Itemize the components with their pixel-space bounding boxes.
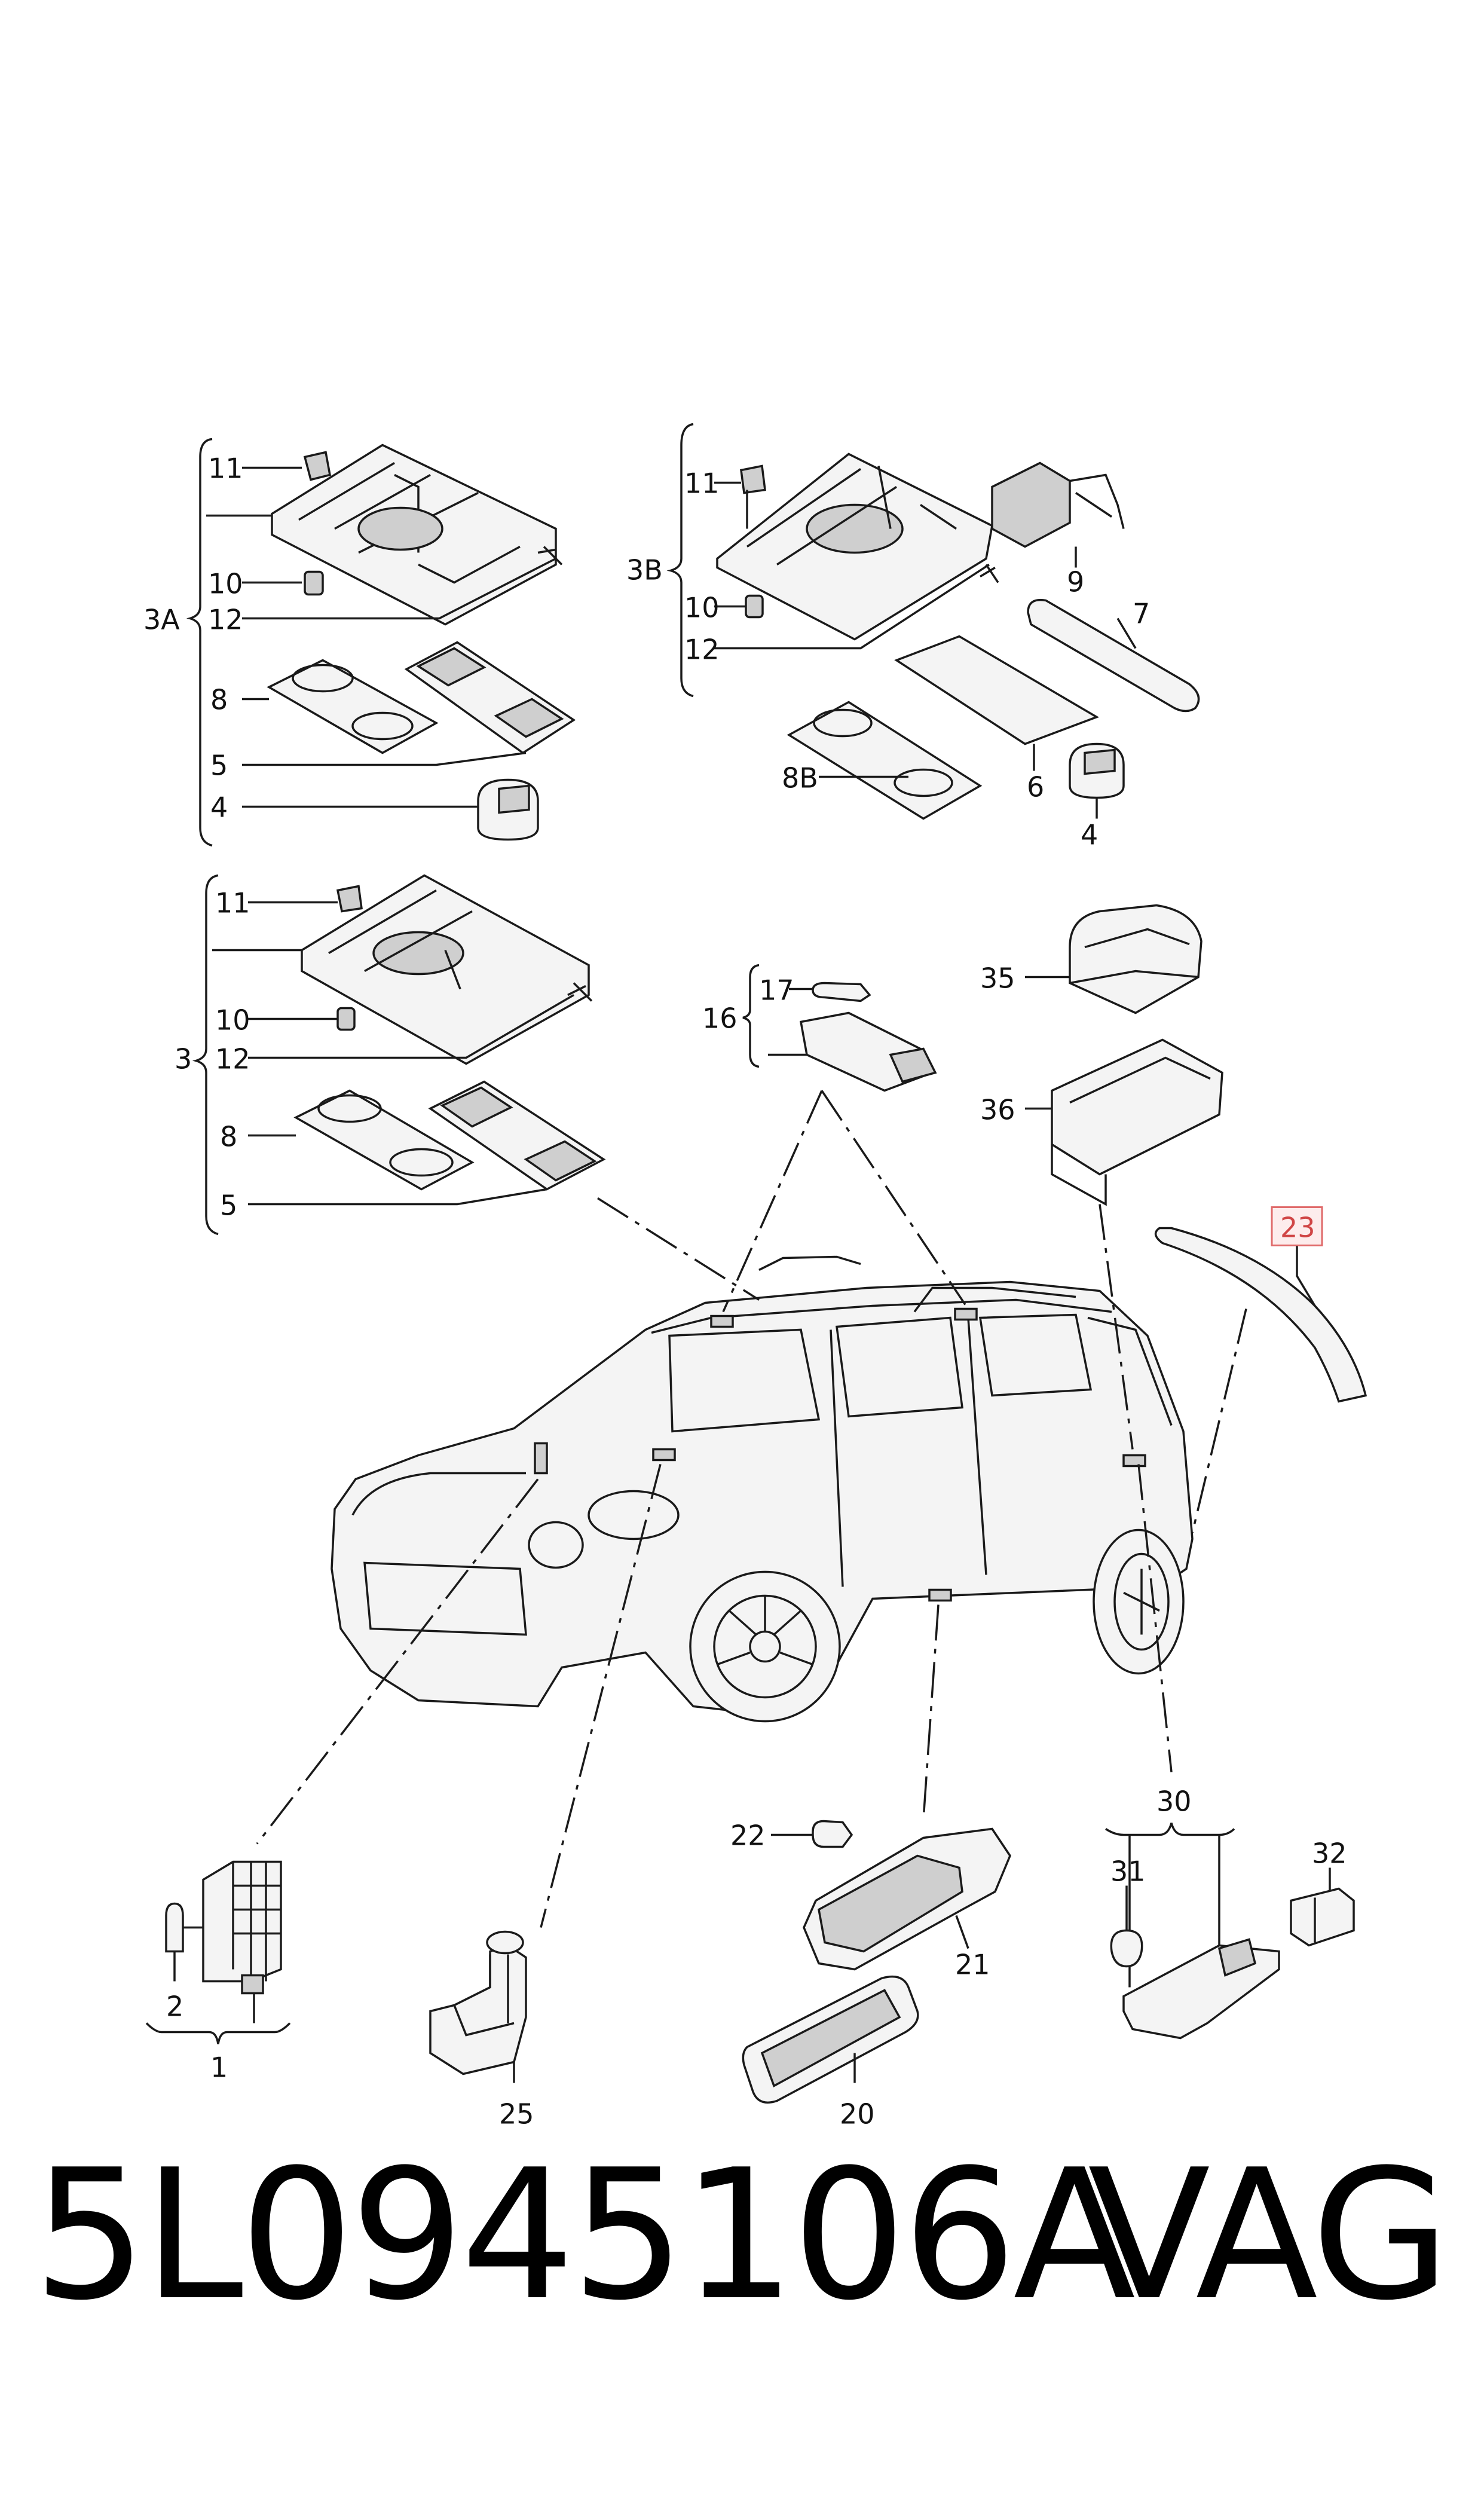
vehicle — [331, 1255, 1194, 1723]
mount-mark-hood — [534, 1442, 548, 1475]
part-number: 5L0945106A — [33, 2131, 1136, 2340]
film-5c — [428, 1080, 606, 1191]
bracket-3b — [666, 423, 694, 698]
screw-12a — [537, 546, 563, 565]
headliner-panel-6 — [894, 635, 1100, 745]
leader-lines — [256, 1090, 1247, 1928]
group-23 — [1154, 1206, 1367, 1403]
callout-17: 17 — [759, 974, 794, 1007]
callout-3: 3 — [175, 1043, 192, 1075]
connector-32 — [1290, 1887, 1355, 1947]
callout-6: 6 — [1027, 771, 1044, 803]
callout-labels: 11 10 3A 12 8 5 4 11 3B 10 12 9 7 8B 6 4… — [143, 453, 1347, 2130]
lens-plate-8b — [787, 701, 983, 820]
callout-11c: 11 — [215, 887, 250, 919]
bracket-3a — [186, 438, 213, 847]
housing-36 — [1051, 1038, 1223, 1176]
callout-20: 20 — [840, 2098, 875, 2130]
mount-mark-rear-door — [1122, 1454, 1146, 1468]
nut-10c — [336, 1007, 356, 1031]
callout-9: 9 — [1067, 566, 1084, 598]
callout-32: 32 — [1312, 1838, 1347, 1870]
group-25 — [429, 1930, 527, 2083]
group-3a — [186, 438, 576, 847]
callout-5c: 5 — [220, 1190, 237, 1222]
callout-8a: 8 — [210, 684, 228, 716]
bracket-3 — [192, 874, 219, 1236]
callout-36: 36 — [980, 1094, 1015, 1126]
group-1 — [145, 1860, 291, 2044]
callout-4a: 4 — [210, 791, 228, 824]
callout-5a: 5 — [210, 750, 228, 782]
mount-mark-sill — [928, 1588, 952, 1602]
clip-11a — [303, 451, 332, 481]
lens-plate-8a — [267, 659, 439, 754]
callout-1: 1 — [210, 2052, 228, 2084]
callout-10a: 10 — [208, 568, 243, 600]
mount-mark-dash — [652, 1448, 676, 1462]
group-35-36 — [1025, 904, 1223, 1206]
bulb-22 — [812, 1820, 853, 1848]
bulb-holder-9 — [991, 461, 1071, 548]
callout-11a: 11 — [208, 453, 243, 485]
callout-22: 22 — [730, 1820, 766, 1852]
callout-25: 25 — [499, 2098, 534, 2130]
door-switch-25 — [429, 1944, 527, 2075]
clip-11b — [740, 464, 766, 494]
group-30 — [1105, 1823, 1355, 2040]
callout-30: 30 — [1156, 1786, 1192, 1818]
group-21 — [771, 1820, 1011, 1971]
callout-31: 31 — [1110, 1855, 1146, 1888]
callout-12c: 12 — [215, 1043, 250, 1075]
clip-11c — [336, 885, 363, 913]
nut-10a — [304, 570, 324, 596]
callout-16: 16 — [702, 1002, 738, 1035]
callout-3b: 3B — [626, 554, 663, 586]
highlight-box-23 — [1271, 1206, 1323, 1246]
callout-8c: 8 — [220, 1121, 237, 1153]
brand-label: VAG — [1088, 2131, 1450, 2340]
callout-10c: 10 — [215, 1004, 250, 1037]
callout-23: 23 — [1280, 1212, 1315, 1244]
callout-2: 2 — [166, 1991, 183, 2023]
callout-35: 35 — [980, 962, 1015, 995]
bulb-2 — [165, 1902, 184, 1953]
cover-35 — [1069, 904, 1203, 1014]
nut-10b — [745, 594, 764, 619]
mount-mark-roof-front — [710, 1314, 734, 1328]
front-wheel — [689, 1570, 841, 1723]
lens-plate-8c — [293, 1089, 475, 1191]
group-3 — [192, 874, 606, 1236]
callout-12b: 12 — [684, 634, 720, 666]
callout-8b: 8B — [782, 762, 818, 794]
bulb-31 — [1110, 1929, 1143, 1968]
callout-12a: 12 — [208, 604, 243, 636]
bulb-17 — [812, 982, 871, 1002]
callout-21: 21 — [955, 1949, 990, 1981]
light-housing-1 — [202, 1860, 282, 1983]
trim-strip-23 — [1154, 1227, 1367, 1403]
callout-7: 7 — [1133, 598, 1150, 630]
bracket-16 — [742, 964, 760, 1068]
callout-4b: 4 — [1081, 819, 1098, 851]
group-20 — [742, 1975, 919, 2104]
mount-mark-roof-rear — [954, 1307, 978, 1321]
light-unit-30 — [1122, 1944, 1280, 2040]
callout-10b: 10 — [684, 592, 720, 624]
cover-strip-7 — [1027, 598, 1200, 713]
rear-wheel — [1093, 1528, 1185, 1675]
callout-3a: 3A — [143, 604, 180, 636]
group-3b — [666, 423, 1200, 820]
callout-11b: 11 — [684, 467, 720, 500]
group-16 — [742, 964, 937, 1092]
